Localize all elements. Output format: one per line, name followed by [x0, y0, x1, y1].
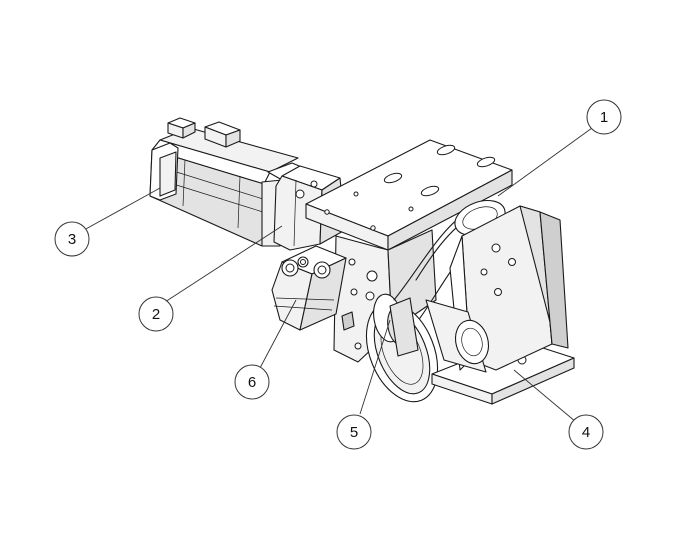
leader-3	[83, 187, 161, 231]
leader-5	[359, 319, 391, 415]
leader-6	[259, 299, 297, 369]
callout-4-label: 4	[582, 424, 590, 441]
leader-2	[164, 225, 283, 303]
callout-2: 2	[138, 296, 174, 332]
callout-1: 1	[586, 99, 622, 135]
servo-motor	[149, 117, 305, 247]
callout-6-label: 6	[248, 374, 256, 391]
callout-5-label: 5	[350, 424, 358, 441]
callout-4: 4	[568, 414, 604, 450]
callout-2-label: 2	[152, 306, 160, 323]
leader-4	[513, 369, 577, 423]
callout-3-label: 3	[68, 231, 76, 248]
callout-3: 3	[54, 221, 90, 257]
leader-lines	[83, 127, 593, 423]
brake-cylinder	[271, 245, 347, 331]
leader-1	[497, 127, 593, 197]
callout-6: 6	[234, 364, 270, 400]
callout-1-label: 1	[600, 109, 608, 126]
callout-5: 5	[336, 414, 372, 450]
top-mounting-plate	[305, 139, 513, 251]
mounting-bracket	[431, 205, 575, 405]
output-shaft	[389, 297, 490, 373]
